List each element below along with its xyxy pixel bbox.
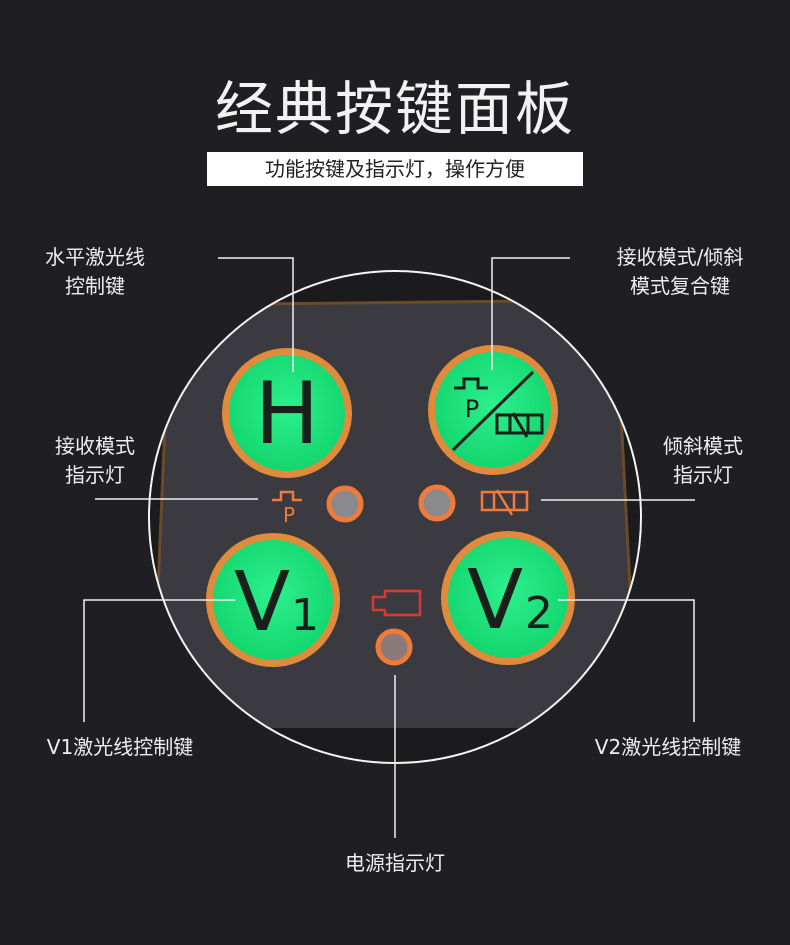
- tilt-led-callout: 倾斜模式 指示灯: [628, 432, 778, 490]
- receive-indicator-label: P: [283, 503, 295, 527]
- callout-line-1: 水平激光线: [45, 245, 145, 269]
- callout-line-2: 指示灯: [65, 463, 125, 487]
- callout-line-1: 倾斜模式: [663, 434, 743, 458]
- battery-icon: [371, 589, 422, 617]
- receive-mode-icon-label: P: [465, 395, 479, 423]
- receive-led-callout: 接收模式 指示灯: [20, 432, 170, 490]
- v2-button-subscript: 2: [525, 588, 553, 639]
- receive-tilt-mode-button[interactable]: P: [428, 345, 558, 475]
- v1-button-label: V: [234, 555, 290, 650]
- h-button-label: H: [255, 364, 320, 464]
- h-button[interactable]: H: [222, 348, 352, 478]
- callout-lines: [83, 257, 695, 838]
- tilt-mode-led: [418, 484, 456, 522]
- receive-indicator-icon: [272, 490, 302, 502]
- callout-line-2: 控制键: [65, 274, 125, 298]
- mode-key-callout: 接收模式/倾斜 模式复合键: [590, 243, 770, 301]
- receive-mode-led: [326, 485, 364, 523]
- slash-divider: [451, 370, 535, 452]
- v2-key-callout: V2激光线控制键: [594, 735, 742, 759]
- keypad-photo: [149, 271, 641, 763]
- callout-line-1: 接收模式: [55, 434, 135, 458]
- subtitle-banner: 功能按键及指示灯，操作方便: [207, 152, 583, 186]
- tilt-mode-icon: [495, 412, 544, 438]
- v1-button-subscript: 1: [291, 590, 319, 641]
- tilt-indicator-icon: [480, 489, 529, 516]
- v1-button[interactable]: V 1: [206, 533, 340, 667]
- v2-button[interactable]: V 2: [441, 531, 575, 665]
- power-led-callout: 电源指示灯: [345, 851, 445, 875]
- callout-line-2: 模式复合键: [630, 274, 730, 298]
- v2-button-label: V: [467, 553, 523, 648]
- h-key-callout: 水平激光线 控制键: [20, 243, 170, 301]
- power-led: [375, 628, 413, 666]
- receive-mode-icon: [454, 377, 488, 390]
- page-title: 经典按键面板: [214, 75, 575, 143]
- v1-key-callout: V1激光线控制键: [46, 735, 194, 759]
- callout-line-1: 接收模式/倾斜: [616, 245, 744, 269]
- callout-line-2: 指示灯: [673, 463, 733, 487]
